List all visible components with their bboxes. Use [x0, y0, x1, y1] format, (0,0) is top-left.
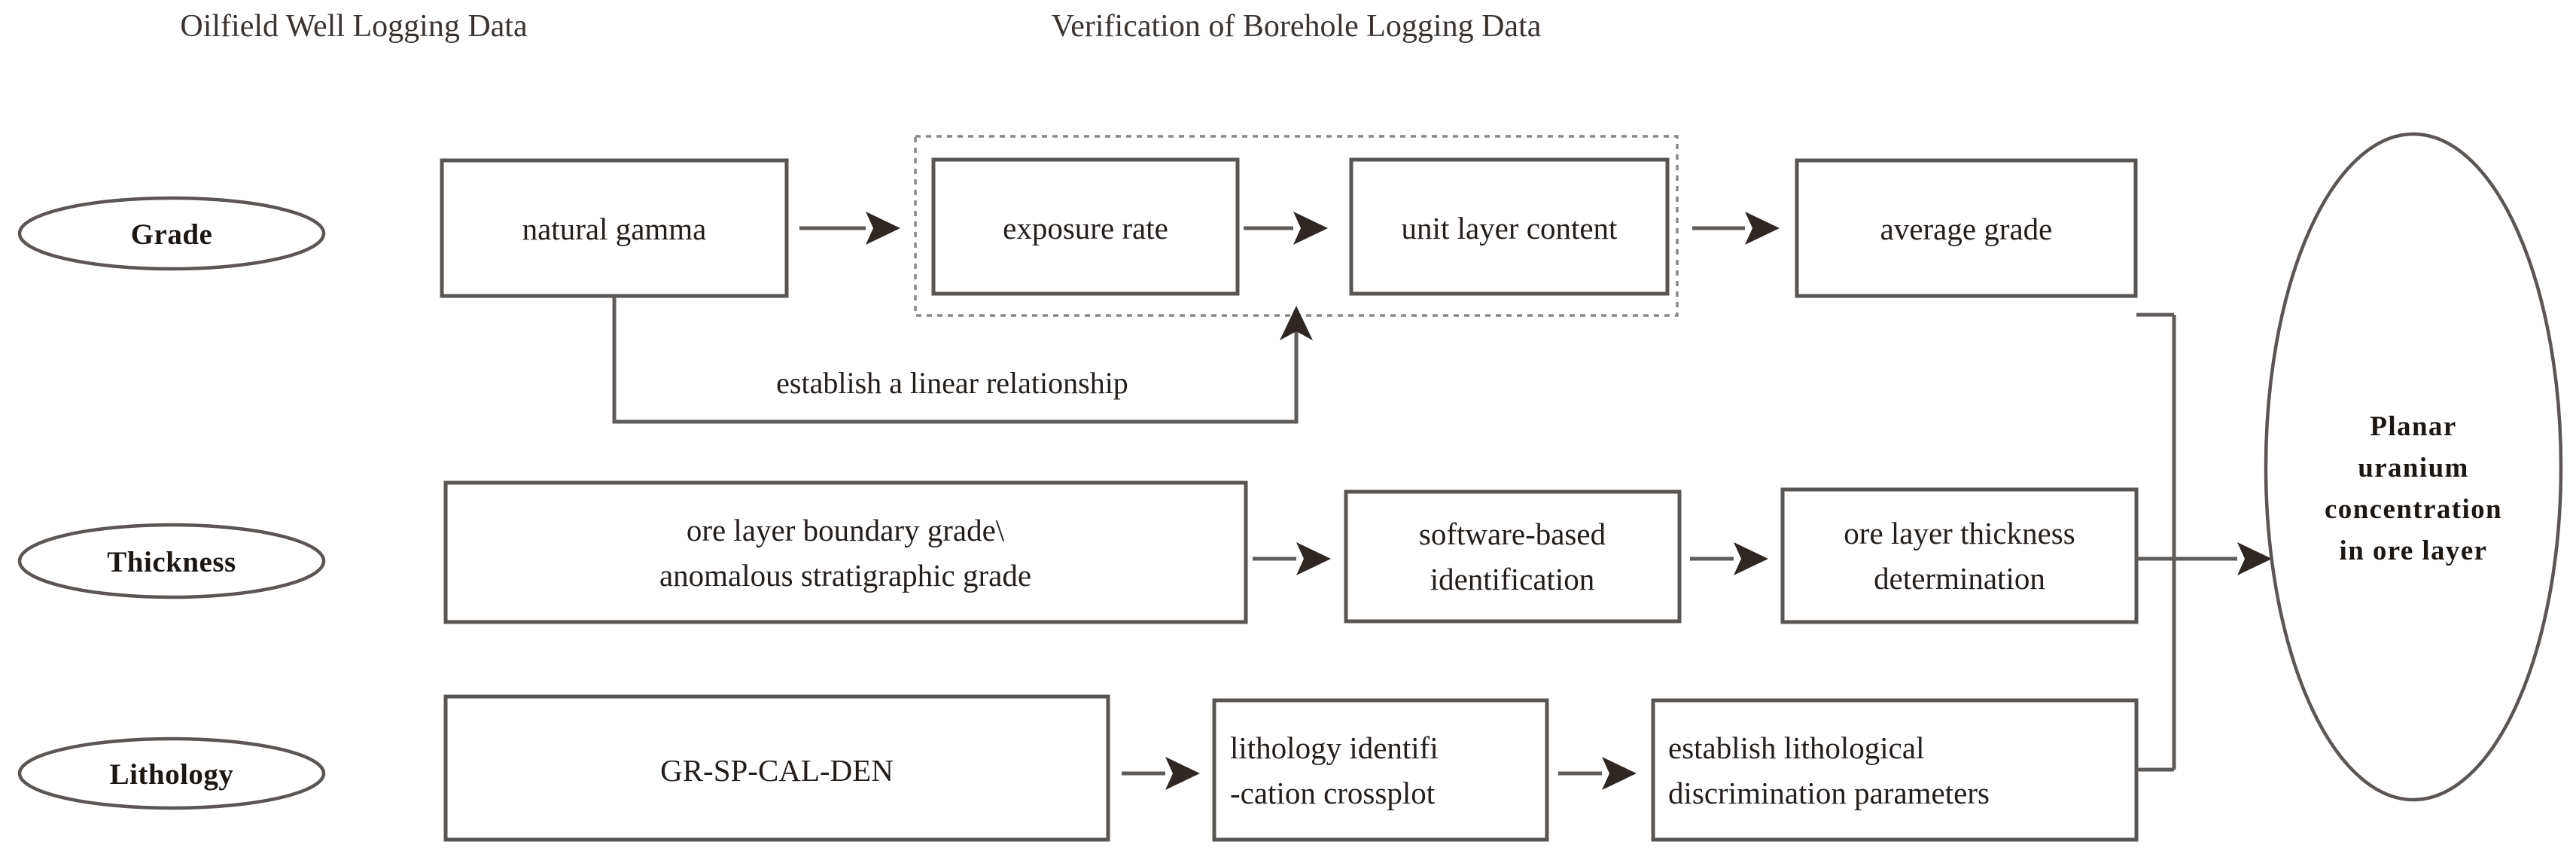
process-node-ore-layer-boundary-grade[interactable]: ore layer boundary grade\ anomalous stra… — [443, 480, 1248, 624]
box-shape-unit-layer-content — [1349, 157, 1670, 296]
process-node-lithology-identification-crossplot[interactable]: lithology identifi -cation crossplot — [1212, 698, 1549, 842]
node-label-natural-gamma: natural gamma — [522, 212, 707, 246]
arrow-gr-sp-cal-den-to-lithology-crossplot — [1122, 757, 1200, 790]
category-label-lithology: Lithology — [110, 758, 234, 791]
process-node-software-based-identification[interactable]: software-based identification — [1344, 489, 1682, 624]
ellipse-shape-lithology — [17, 736, 326, 810]
node-label-software-based-identification-line2: identification — [1430, 562, 1595, 596]
header-oilfield-well-logging-data: Oilfield Well Logging Data — [180, 9, 528, 44]
box-shape-ore-layer-boundary-grade — [443, 480, 1248, 624]
arrow-lithology-crossplot-to-lithological-parameters — [1558, 757, 1637, 790]
node-label-software-based-identification-line1: software-based — [1419, 517, 1606, 551]
process-node-ore-layer-thickness-determination[interactable]: ore layer thickness determination — [1780, 487, 2139, 624]
category-ellipse-thickness[interactable]: Thickness — [17, 523, 326, 599]
node-label-exposure-rate: exposure rate — [1003, 211, 1168, 245]
arrow-natural-gamma-to-exposure-rate — [799, 212, 900, 245]
header-verification-of-borehole-logging-data: Verification of Borehole Logging Data — [1052, 9, 1542, 44]
box-shape-gr-sp-cal-den — [443, 694, 1110, 842]
node-label-ore-layer-boundary-grade-line2: anomalous stratigraphic grade — [659, 558, 1031, 593]
node-label-unit-layer-content: unit layer content — [1402, 211, 1618, 245]
process-node-establish-lithological-parameters[interactable]: establish lithological discrimination pa… — [1651, 698, 2139, 842]
arrow-ore-boundary-to-software-identification — [1253, 542, 1331, 575]
result-label-line1: Planar — [2370, 411, 2456, 442]
feedback-connector-linear-relationship — [612, 296, 1313, 424]
node-label-gr-sp-cal-den: GR-SP-CAL-DEN — [660, 753, 894, 788]
box-shape-lithology-identification-crossplot — [1212, 698, 1549, 842]
arrow-exposure-rate-to-unit-layer-content — [1244, 212, 1328, 245]
box-shape-natural-gamma — [440, 158, 789, 298]
box-shape-establish-lithological-parameters — [1651, 698, 2139, 842]
result-label-line3: concentration — [2325, 494, 2502, 525]
node-label-lithological-parameters-line1: establish lithological — [1668, 730, 1924, 765]
ellipse-shape-planar-uranium — [2264, 132, 2563, 802]
process-node-unit-layer-content[interactable]: unit layer content — [1349, 157, 1670, 296]
ellipse-shape-thickness — [17, 523, 326, 599]
category-ellipse-grade[interactable]: Grade — [17, 196, 326, 271]
node-label-ore-thickness-line1: ore layer thickness — [1844, 516, 2075, 550]
process-node-natural-gamma[interactable]: natural gamma — [440, 158, 789, 298]
node-label-lithology-crossplot-line1: lithology identifi — [1230, 730, 1439, 765]
process-node-exposure-rate[interactable]: exposure rate — [931, 157, 1240, 296]
node-label-average-grade: average grade — [1880, 212, 2053, 246]
edge-label-establish-linear-relationship: establish a linear relationship — [776, 366, 1128, 400]
result-label-line2: uranium — [2358, 453, 2469, 483]
category-label-grade: Grade — [131, 218, 213, 251]
arrow-software-identification-to-ore-thickness — [1690, 542, 1768, 575]
box-shape-exposure-rate — [931, 157, 1240, 296]
collector-bus-to-result — [2136, 313, 2272, 772]
node-label-lithology-crossplot-line2: -cation crossplot — [1230, 776, 1436, 810]
box-shape-software-based-identification — [1344, 489, 1682, 624]
node-label-ore-layer-boundary-grade-line1: ore layer boundary grade\ — [687, 513, 1005, 547]
node-label-lithological-parameters-line2: discrimination parameters — [1668, 776, 1990, 810]
ellipse-shape-grade — [17, 196, 326, 271]
box-shape-average-grade — [1795, 158, 2138, 298]
process-node-gr-sp-cal-den[interactable]: GR-SP-CAL-DEN — [443, 694, 1110, 842]
box-shape-ore-layer-thickness-determination — [1780, 487, 2139, 624]
process-node-average-grade[interactable]: average grade — [1795, 158, 2138, 298]
node-label-ore-thickness-line2: determination — [1874, 561, 2045, 596]
arrow-unit-layer-content-to-average-grade — [1692, 212, 1780, 245]
result-label-line4: in ore layer — [2340, 535, 2488, 566]
result-ellipse-planar-uranium-concentration[interactable]: Planar uranium concentration in ore laye… — [2264, 132, 2563, 802]
category-label-thickness: Thickness — [107, 546, 236, 578]
category-ellipse-lithology[interactable]: Lithology — [17, 736, 326, 810]
